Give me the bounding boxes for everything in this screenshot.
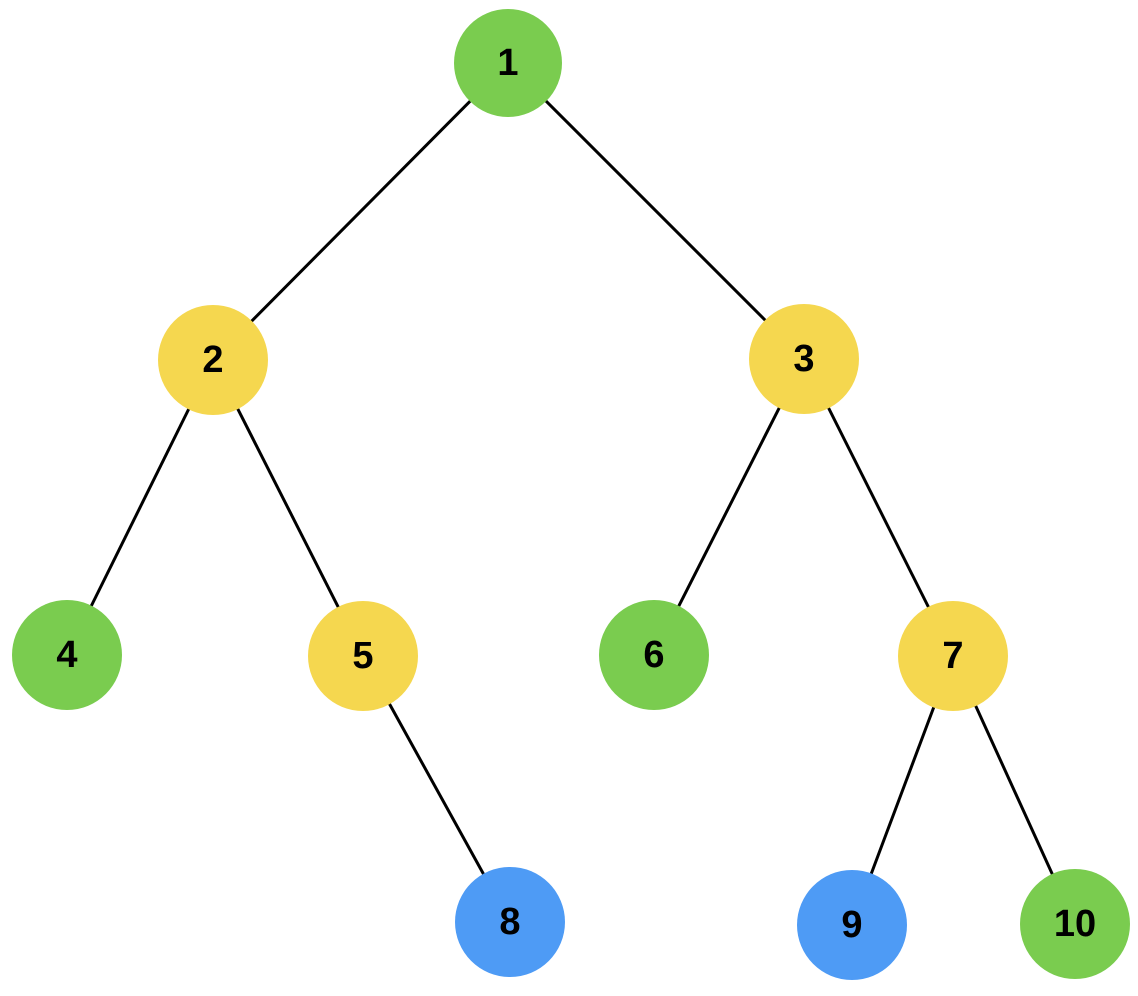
tree-node-label-4: 4 <box>56 634 78 676</box>
tree-node-label-8: 8 <box>499 901 521 943</box>
tree-node-10[interactable]: 10 <box>1020 869 1130 979</box>
tree-edge-2-5 <box>235 406 341 610</box>
tree-edge-3-7 <box>826 405 931 610</box>
tree-edge-2-4 <box>89 406 191 609</box>
tree-edge-1-2 <box>249 98 473 324</box>
tree-node-7[interactable]: 7 <box>898 601 1008 711</box>
tree-edge-7-10 <box>973 703 1055 877</box>
tree-node-5[interactable]: 5 <box>308 601 418 711</box>
tree-node-8[interactable]: 8 <box>455 867 565 977</box>
tree-edge-1-3 <box>543 98 768 323</box>
tree-node-label-5: 5 <box>352 635 374 677</box>
tree-node-label-1: 1 <box>497 42 519 84</box>
tree-node-label-9: 9 <box>841 904 863 946</box>
tree-node-label-10: 10 <box>1053 903 1097 945</box>
tree-node-label-3: 3 <box>793 338 815 380</box>
tree-node-label-7: 7 <box>942 635 964 677</box>
tree-node-1[interactable]: 1 <box>454 9 562 117</box>
tree-node-label-2: 2 <box>202 339 224 381</box>
tree-node-9[interactable]: 9 <box>797 870 907 980</box>
tree-node-3[interactable]: 3 <box>749 304 859 414</box>
tree-edge-3-6 <box>676 405 782 609</box>
tree-node-2[interactable]: 2 <box>158 305 268 415</box>
tree-edge-7-9 <box>869 705 936 876</box>
tree-edge-5-8 <box>387 701 486 877</box>
tree-node-6[interactable]: 6 <box>599 600 709 710</box>
tree-node-4[interactable]: 4 <box>12 600 122 710</box>
tree-node-label-6: 6 <box>643 634 665 676</box>
